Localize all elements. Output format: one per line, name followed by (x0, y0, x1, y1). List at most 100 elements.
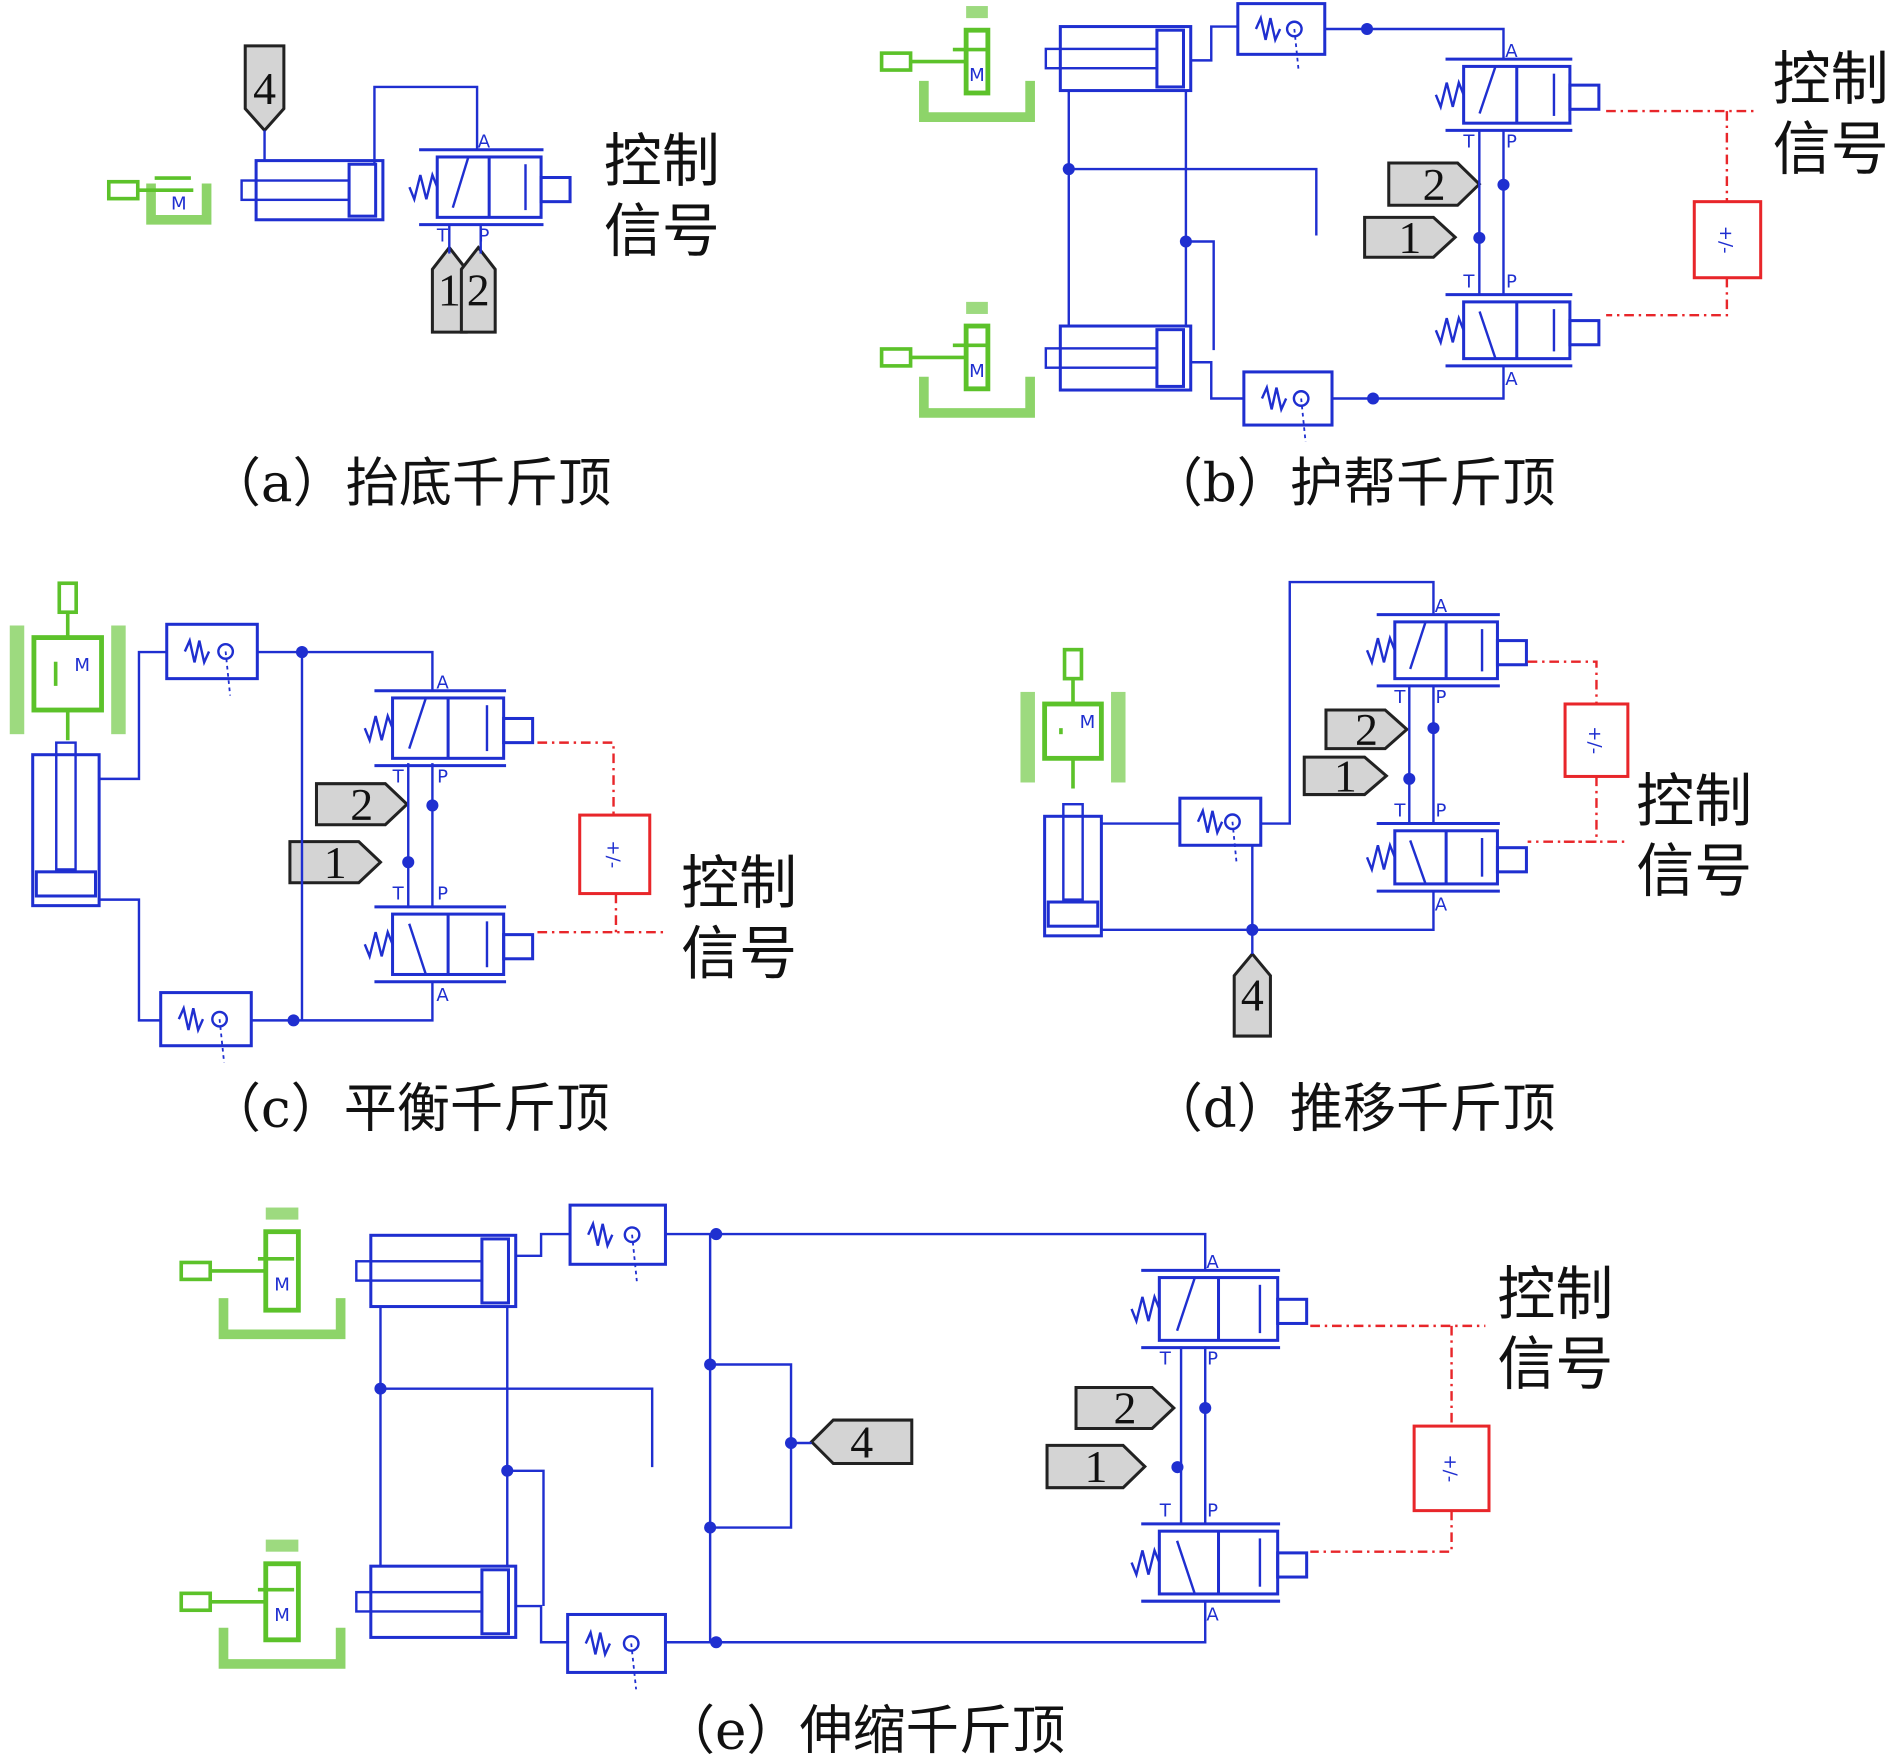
port-label-p: P (1207, 1501, 1218, 1522)
flow-arrow-icon (451, 156, 470, 209)
motor-block: M (879, 301, 1035, 418)
cylinder-rod (55, 741, 77, 871)
junction-dot (1497, 178, 1510, 191)
check-valve (568, 1203, 667, 1282)
motor-label: M (171, 194, 187, 215)
port-label-a: A (1206, 1252, 1219, 1273)
pipe (507, 1469, 545, 1607)
hatch-right (1111, 691, 1126, 783)
cylinder-piston (1155, 28, 1185, 89)
spring-icon (1365, 634, 1396, 667)
motor-terminal (179, 1260, 213, 1282)
pipe (99, 650, 167, 781)
cylinder-barrel (254, 159, 385, 222)
tag-shape (243, 44, 286, 133)
port-label-a: A (1435, 596, 1448, 617)
flow-arrow-icon (1478, 66, 1497, 114)
caption-b: （b）护帮千斤顶 (1150, 452, 1556, 514)
junction-dot (426, 799, 439, 812)
port-label-t: T (436, 226, 449, 247)
tag-number: 1 (1398, 212, 1421, 263)
port-label-a: A (436, 985, 449, 1006)
solenoid-icon (1568, 83, 1601, 111)
control-signal-label-b2: 信号 (1773, 115, 1889, 183)
connector-tag: 1 (288, 837, 383, 888)
flow-arrow-icon (1175, 1277, 1196, 1332)
motor-terminal (106, 179, 140, 201)
caption-a: （a）抬底千斤顶 (208, 452, 612, 514)
signal-line (1527, 776, 1598, 843)
signal-line (1606, 277, 1729, 317)
flow-arrow-icon (1409, 840, 1427, 885)
cylinder-barrel (31, 753, 101, 908)
junction-dot (1403, 772, 1416, 785)
tag-number: 4 (1241, 970, 1264, 1021)
connector-tag: 4 (809, 1416, 914, 1467)
solenoid-icon (1276, 1551, 1309, 1579)
port-label-p: P (437, 766, 448, 787)
check-valve (1242, 370, 1334, 443)
control-signal-label-b: 控制 (1773, 45, 1889, 113)
tag-shape (459, 245, 497, 334)
converter-label: +/- (1715, 226, 1736, 254)
solenoid-icon (1495, 639, 1528, 667)
cylinder-piston (347, 162, 378, 218)
pipe (1185, 240, 1215, 351)
connector-tag: 2 (459, 245, 497, 334)
cylinder-barrel (1043, 814, 1103, 938)
flow-arrow-icon (1409, 621, 1427, 670)
check-valve-body (1236, 2, 1327, 56)
junction-dot (1062, 163, 1075, 176)
tag-number: 4 (253, 63, 276, 114)
ball-icon (623, 1226, 641, 1244)
junction-dot (1427, 722, 1440, 735)
junction-dot (1360, 22, 1374, 36)
junction-dot (1473, 231, 1486, 244)
junction-dot (710, 1636, 723, 1649)
spring-icon (1196, 807, 1224, 837)
hatch-top (966, 301, 988, 314)
cylinder-barrel (369, 1564, 518, 1639)
pipe (99, 898, 161, 1022)
flow-arrow-icon (1175, 1540, 1196, 1595)
port-label-p: P (1506, 131, 1517, 152)
control-signal-label-e2: 信号 (1497, 1330, 1613, 1398)
spring-icon (1434, 78, 1465, 111)
port-label-a: A (436, 672, 449, 693)
connector-tag: 1 (1302, 751, 1389, 802)
spring-icon (1260, 383, 1288, 414)
tag-number: 4 (850, 1416, 873, 1467)
junction-dot (1199, 1401, 1212, 1415)
control-signal-label-d2: 信号 (1636, 837, 1752, 905)
motor-label: M (969, 361, 985, 382)
pipe (373, 85, 479, 164)
check-valve (165, 622, 259, 696)
hatch-right (111, 625, 126, 735)
cylinder-rod (355, 1590, 484, 1613)
cylinder-barrel (369, 1233, 518, 1309)
pipe (251, 980, 434, 1022)
solenoid-icon (502, 933, 535, 961)
port-label-t: T (392, 766, 405, 787)
spring-icon (1434, 314, 1465, 347)
tag-number: 2 (350, 779, 373, 830)
converter-label: +/- (1439, 1454, 1460, 1482)
motor-terminal (879, 347, 913, 368)
port-label-p: P (1436, 800, 1447, 821)
control-signal-label-a2: 信号 (604, 197, 720, 265)
tag-shape (288, 840, 383, 885)
check-valve-body (165, 622, 259, 681)
hatch-bottom (919, 376, 1035, 418)
check-valve-body (1178, 796, 1263, 847)
check-valve (159, 991, 253, 1063)
spring-icon (177, 1004, 205, 1034)
motor-terminal (57, 581, 78, 615)
ball-icon (1224, 813, 1241, 831)
cylinder-piston (1046, 900, 1100, 928)
pilot-line (224, 651, 232, 696)
spring-icon (1254, 14, 1282, 44)
